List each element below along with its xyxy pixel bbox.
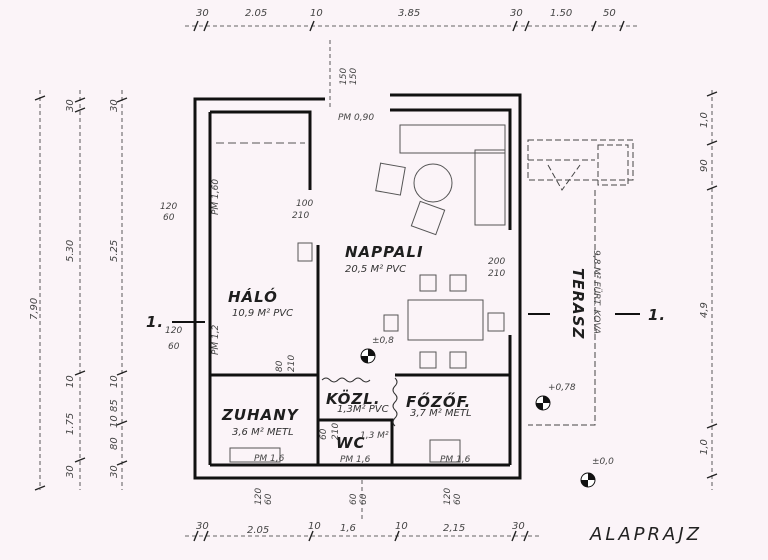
drawing-title: ALAPRAJZ <box>590 524 702 545</box>
section-marker-left: 1. <box>146 313 165 331</box>
top-dim-5: 30 <box>510 8 523 19</box>
left-dim-c3-2: 5.25 <box>109 239 120 262</box>
left-dim-c2-3: 10 <box>65 375 76 388</box>
bottom-window3-height: 60 <box>453 493 463 505</box>
top-dim-4: 3.85 <box>398 8 421 19</box>
bottom-window3-width: 120 <box>443 487 453 505</box>
room-fozof-area: 3,7 M² METL <box>410 408 472 419</box>
left-dim-c2-4: 1.75 <box>65 412 76 435</box>
wc-parapet: PM 1,6 <box>340 455 371 465</box>
fozof-parapet: PM 1,6 <box>440 455 471 465</box>
top-dim-7: 50 <box>603 8 616 19</box>
bottom-window2-width: 60 <box>349 493 359 505</box>
room-kozl-area: 1,3M² PVC <box>337 404 389 415</box>
level-nappali: ±0,8 <box>372 336 394 346</box>
top-dim-1: 30 <box>196 8 209 19</box>
bottom-dim-6: 2,15 <box>443 523 466 534</box>
room-terasz-area: 9,8 M² FÜRT. KOVA <box>591 250 601 335</box>
section-marker-right: 1. <box>648 306 667 324</box>
top-door-width: 150 <box>339 67 349 85</box>
left-dim-c2-2: 5.30 <box>65 239 76 262</box>
left-dim-c2-1: 30 <box>65 99 76 112</box>
top-parapet: PM 0,90 <box>338 113 375 123</box>
zuhany-parapet: PM 1,6 <box>254 454 285 464</box>
bath-door-height: 210 <box>287 354 297 372</box>
halo-door-width: 100 <box>296 199 314 209</box>
right-dim-2: 90 <box>699 159 710 172</box>
left-dim-c3-1: 30 <box>109 99 120 112</box>
bottom-dim-3: 10 <box>308 521 321 532</box>
right-dim-4: 1,0 <box>699 439 710 455</box>
room-wc-area: 1,3 M² <box>360 431 389 441</box>
room-halo-area: 10,9 M² PVC <box>232 308 294 319</box>
terrace-door-width: 200 <box>488 257 506 267</box>
left-dim-overall: 7,90 <box>29 297 40 320</box>
left-dim-c3-4: 85 <box>109 399 120 412</box>
halo-side-parapet2: PM 1,2 <box>211 324 221 355</box>
top-door-height: 150 <box>349 67 359 85</box>
room-zuhany-area: 3,6 M² METL <box>232 427 294 438</box>
bottom-dim-1: 30 <box>196 521 209 532</box>
bottom-dim-7: 30 <box>512 521 525 532</box>
room-nappali-area: 20,5 M² PVC <box>345 264 407 275</box>
room-wc-name: WC <box>336 434 366 452</box>
left-dim-c3-5: 10 <box>109 415 120 428</box>
left-dim-c3-7: 30 <box>109 465 120 478</box>
room-nappali-name: NAPPALI <box>345 243 424 261</box>
top-dim-3: 10 <box>310 8 323 19</box>
left-dim-c3-6: 80 <box>109 437 120 450</box>
bottom-dim-2: 2.05 <box>247 525 270 536</box>
left-window-height: 60 <box>163 213 175 223</box>
bottom-window2-height: 60 <box>359 493 369 505</box>
room-fozof-name: FŐZŐF. <box>406 393 472 411</box>
bottom-window1-width: 120 <box>254 487 264 505</box>
left-window2-height: 60 <box>168 342 180 352</box>
bottom-window1-height: 60 <box>264 493 274 505</box>
terrace-door-height: 210 <box>488 269 506 279</box>
right-dim-1: 1,0 <box>699 112 710 128</box>
halo-side-parapet: PM 1,60 <box>211 178 221 215</box>
room-terasz-name: TERASZ <box>569 268 587 340</box>
room-halo-name: HÁLÓ <box>228 288 278 306</box>
halo-door-height: 210 <box>292 211 310 221</box>
left-dim-c3-3: 10 <box>109 375 120 388</box>
bottom-dim-5: 10 <box>395 521 408 532</box>
right-dim-3: 4,9 <box>699 302 710 318</box>
left-window2-width: 120 <box>165 326 183 336</box>
top-dim-6: 1.50 <box>550 8 573 19</box>
bottom-dim-4: 1,6 <box>340 523 356 534</box>
level-ground: ±0,0 <box>592 457 614 467</box>
top-dim-2: 2.05 <box>245 8 268 19</box>
left-window-width: 120 <box>160 202 178 212</box>
wc-door-width: 60 <box>319 428 329 440</box>
bath-door-width: 80 <box>275 360 285 372</box>
room-zuhany-name: ZUHANY <box>222 406 299 424</box>
room-kozl-name: KÖZL. <box>326 390 381 408</box>
level-terasz: +0,78 <box>548 383 576 393</box>
left-dim-c2-5: 30 <box>65 465 76 478</box>
